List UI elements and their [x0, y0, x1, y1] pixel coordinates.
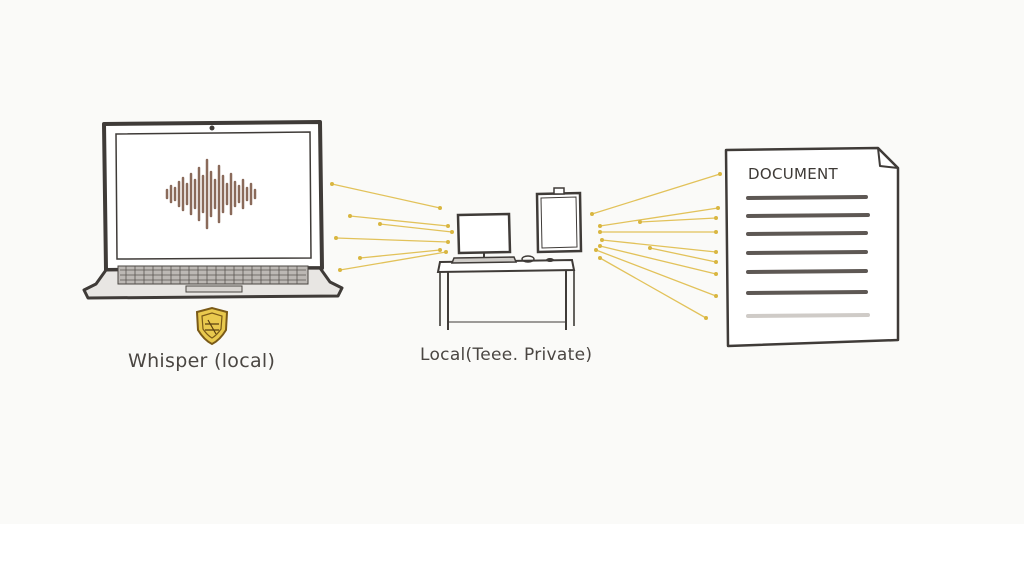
local-private-label: Local(Teee. Private) — [420, 345, 593, 365]
document-text-line — [746, 269, 868, 274]
connection-dot — [446, 224, 450, 228]
connection-dot — [598, 230, 602, 234]
connection-line — [639, 217, 717, 223]
connection-line — [599, 245, 717, 275]
laptop-icon — [82, 120, 344, 300]
connection-lines — [331, 173, 721, 319]
connection-dot — [598, 224, 602, 228]
document-text-line — [746, 213, 870, 218]
connection-dot — [716, 206, 720, 210]
connection-dot — [450, 230, 454, 234]
connection-dot — [714, 230, 718, 234]
connection-dot — [438, 248, 442, 252]
bottom-band — [0, 524, 1024, 576]
connection-endpoints — [330, 172, 722, 320]
local-whisper-label: Whisper (local) — [128, 350, 276, 372]
connection-dot — [714, 216, 718, 220]
document-title: DOCUMENT — [748, 165, 839, 183]
connection-dot — [714, 294, 718, 298]
connection-line — [601, 239, 717, 253]
connection-line — [599, 207, 719, 227]
connection-line — [595, 249, 717, 297]
monitor-icon — [450, 212, 518, 264]
connection-dot — [714, 260, 718, 264]
connection-dot — [358, 256, 362, 260]
connection-dot — [334, 236, 338, 240]
connection-dot — [704, 316, 708, 320]
connection-dot — [718, 172, 722, 176]
connection-dot — [714, 250, 718, 254]
connection-dot — [438, 206, 442, 210]
document-text-lines — [746, 195, 870, 318]
connection-dot — [598, 256, 602, 260]
document-text-line — [746, 290, 868, 295]
connection-dot — [600, 238, 604, 242]
connection-line — [339, 251, 447, 271]
connection-line — [335, 237, 449, 243]
connection-dot — [648, 246, 652, 250]
connection-dot — [378, 222, 382, 226]
connection-line — [349, 215, 449, 227]
connection-dot — [338, 268, 342, 272]
connection-line — [359, 249, 441, 259]
document-text-line — [746, 231, 868, 236]
connection-line — [591, 173, 721, 215]
connection-dot — [638, 220, 642, 224]
document-text-line — [746, 250, 868, 255]
shield-badge-icon — [195, 306, 229, 346]
connection-line — [379, 223, 453, 233]
connection-dot — [348, 214, 352, 218]
connection-line — [331, 183, 441, 209]
connection-line — [599, 257, 707, 319]
document-text-line — [746, 195, 868, 200]
audio-waveform-icon — [165, 158, 257, 230]
connection-dot — [446, 240, 450, 244]
connection-dot — [330, 182, 334, 186]
connection-dot — [590, 212, 594, 216]
connection-dot — [594, 248, 598, 252]
document-text-line — [746, 313, 870, 318]
desk-icon — [436, 255, 576, 330]
connection-dot — [714, 272, 718, 276]
connection-dot — [444, 250, 448, 254]
tablet-icon — [535, 187, 583, 254]
connection-line — [649, 247, 717, 263]
connection-dot — [598, 244, 602, 248]
